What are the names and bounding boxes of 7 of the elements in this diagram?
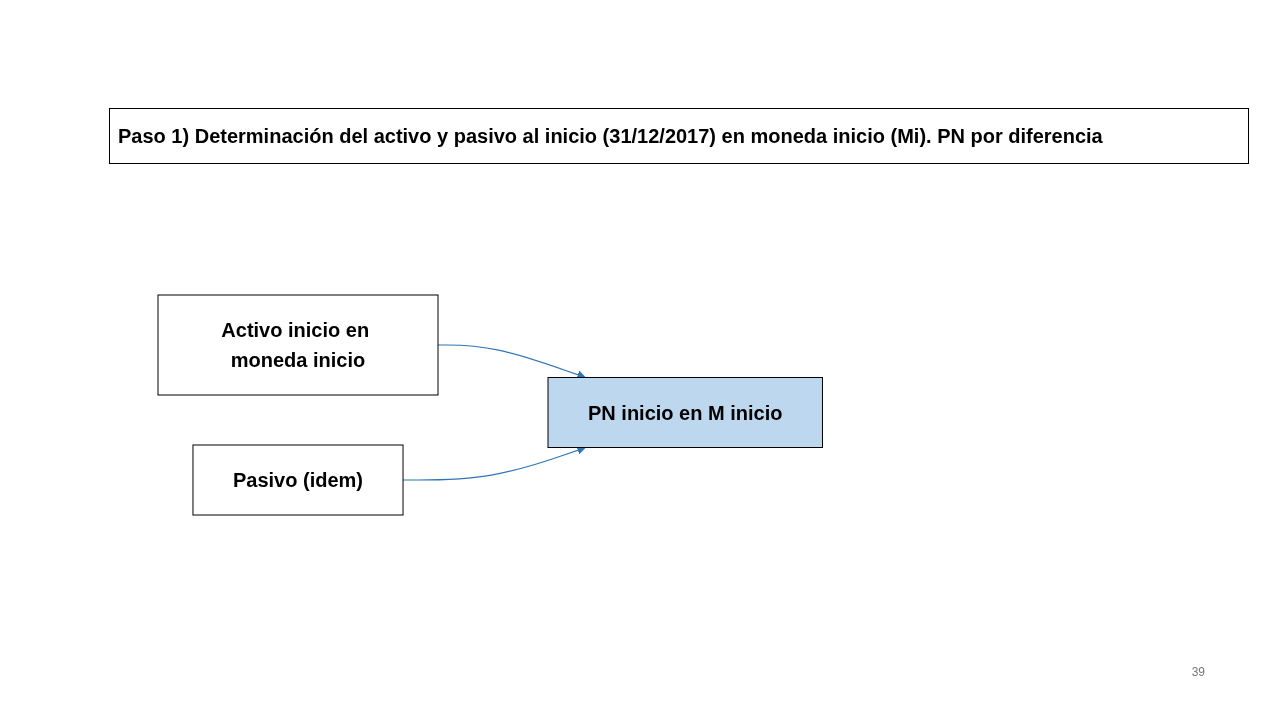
node-box: Pasivo (idem)	[192, 444, 404, 516]
node-box: Activo inicio en moneda inicio	[157, 294, 439, 396]
page-number: 39	[1191, 665, 1205, 679]
node-box: PN inicio en M inicio	[547, 377, 823, 448]
arrow	[437, 344, 586, 379]
slide-heading: Paso 1) Determinación del activo y pasivo al inicio (31/12/2017) en moneda inicio (Mi). PN por diferencia	[109, 108, 1249, 164]
arrow	[402, 446, 586, 481]
